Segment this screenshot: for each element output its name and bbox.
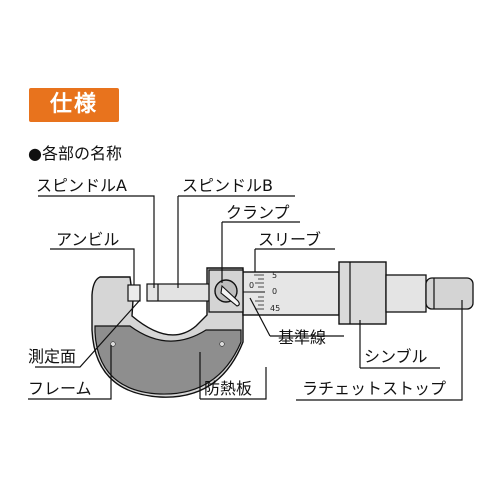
label-heat-insulator: 防熱板 [204, 379, 252, 398]
sleeve-ticks [254, 274, 264, 310]
label-spindle-a: スピンドルA [36, 176, 127, 195]
thimble-mark-45: 45 [270, 304, 280, 313]
label-anvil: アンビル [56, 230, 119, 249]
label-frame: フレーム [28, 379, 92, 398]
label-ratchet-stop: ラチェットストップ [302, 379, 446, 398]
label-reference-line: 基準線 [278, 328, 326, 347]
label-sleeve: スリーブ [258, 230, 321, 249]
heat-insulator [94, 325, 242, 395]
spindle [146, 283, 212, 302]
insulator-rivet-left [110, 341, 116, 347]
thimble-mark-0: 0 [272, 287, 277, 296]
section-badge: 仕様 [29, 88, 119, 122]
section-title: 仕様 [49, 92, 98, 117]
insulator-rivet-right [219, 341, 225, 347]
label-measuring-face: 測定面 [28, 347, 76, 366]
leader-lines [28, 195, 463, 401]
sleeve [242, 271, 340, 316]
thimble-mark-5: 5 [272, 271, 277, 280]
thimble [338, 261, 387, 325]
subtitle: ●各部の名称 [28, 144, 122, 163]
label-clamp: クランプ [226, 203, 290, 222]
anvil [127, 284, 141, 302]
clamp-lever [220, 284, 240, 307]
label-thimble: シンブル [364, 347, 428, 366]
sleeve-zero-mark: 0 [249, 281, 254, 290]
label-spindle-b: スピンドルB [182, 176, 273, 195]
thimble-neck [385, 274, 427, 313]
ratchet-stop [425, 277, 474, 310]
